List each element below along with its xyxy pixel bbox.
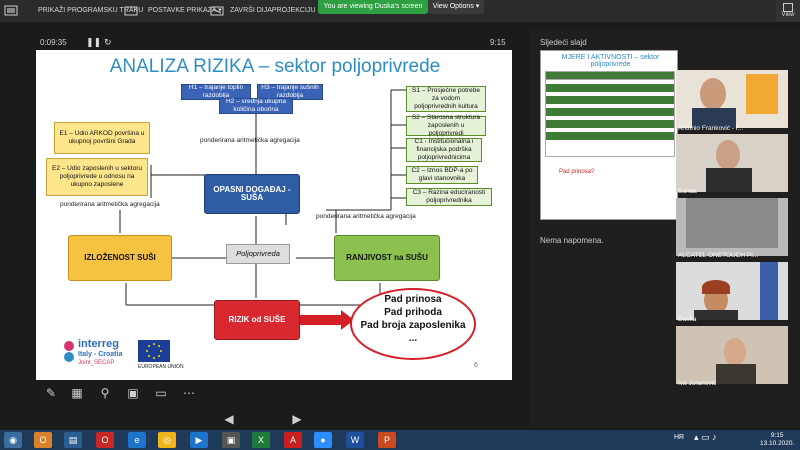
outcome-item: ... xyxy=(408,333,418,344)
black-screen-icon[interactable]: ▣ xyxy=(127,386,139,400)
c1-box: C1 - Institucionalna i financijska podrš… xyxy=(406,138,482,162)
excel-app-icon[interactable]: X xyxy=(252,432,270,448)
slide-page-number: 6 xyxy=(474,362,478,369)
eu-label: EUROPEAN UNION xyxy=(138,364,184,370)
exposure-box: IZLOŽENOST SUŠI xyxy=(68,235,172,281)
s2-box: S2 – Starosna struktura zaposlenih u pol… xyxy=(406,114,486,137)
participant-name: ALCATEL ONETOUCH Pi... xyxy=(678,252,759,259)
system-date: 13.10.2020. xyxy=(760,440,795,447)
vulnerability-box: RANJIVOST na SUŠU xyxy=(334,235,440,281)
view-grid-icon xyxy=(783,3,793,12)
outcomes-ellipse xyxy=(350,288,476,360)
subtitles-icon[interactable]: ▭ xyxy=(155,386,167,400)
hazard-event-box: OPASNI DOGAĐAJ - SUŠA xyxy=(204,174,300,214)
next-slide-table xyxy=(545,71,675,157)
participant-video[interactable] xyxy=(676,134,788,192)
eu-flag xyxy=(138,340,170,362)
view-options-button[interactable]: View Options ▾ xyxy=(428,0,484,14)
presentation-clock: 9:15 xyxy=(490,38,506,47)
previous-slide-icon[interactable]: ◀ xyxy=(224,412,234,426)
speaker-notes: Nema napomena. xyxy=(540,236,604,245)
s1-box: S1 – Prosječne potrebe za vodom poljopri… xyxy=(406,86,486,112)
risk-arrow xyxy=(299,310,354,330)
pause-icon[interactable]: ❚❚ xyxy=(86,37,102,47)
participant-name: Antonio Franković - I... xyxy=(678,125,744,132)
risk-box: RIZIK od SUŠE xyxy=(214,300,300,340)
h3-box: H3 – trajanje sušnih razdoblja xyxy=(257,84,323,100)
sector-label: Poljoprivreda xyxy=(226,244,290,264)
aggregation-note-top: ponderirana aritmetička agregacija xyxy=(200,137,300,144)
c3-box: C3 – Razina educiranosti poljoprivrednik… xyxy=(406,188,492,206)
participant-video[interactable] xyxy=(676,70,788,128)
system-time: 9:15 xyxy=(770,432,784,439)
next-slide-label: Sljedeći slajd xyxy=(540,38,587,47)
language-indicator[interactable]: HR xyxy=(674,434,685,441)
interreg-logo: interreg Italy - Croatia Joint_SECAP xyxy=(62,338,136,372)
next-slide-footer: Pad prinosa? xyxy=(559,169,595,175)
participant-video[interactable] xyxy=(676,326,788,384)
e1-box: E1 – Udio ARKOD površina u ukupnoj površ… xyxy=(54,122,150,154)
opera-app-icon[interactable]: O xyxy=(96,432,114,448)
chrome-app-icon[interactable]: ◎ xyxy=(158,432,176,448)
outcome-item: Pad prinosa xyxy=(384,294,442,305)
participant-name: Duska xyxy=(678,316,697,323)
presenter-toolbar-icon[interactable] xyxy=(4,4,18,16)
c2-box: C2 – Iznos BDP-a po glavi stanovnika xyxy=(406,166,478,184)
outcomes-list: Pad prinosa Pad prihoda Pad broja zaposl… xyxy=(350,293,476,345)
all-slides-icon[interactable]: ▦ xyxy=(71,386,83,400)
app-icon[interactable]: ▣ xyxy=(222,432,240,448)
outcome-item: Pad broja zaposlenika xyxy=(360,320,466,331)
participant-video[interactable] xyxy=(676,262,788,320)
start-button-icon[interactable]: ◉ xyxy=(4,432,22,448)
reset-timer-icon[interactable]: ↻ xyxy=(104,37,112,47)
h1-box: H1 – trajanje toplin razdoblja xyxy=(181,84,251,100)
word-app-icon[interactable]: W xyxy=(346,432,364,448)
end-slideshow-button[interactable]: ZAVRŠI DIJAPROJEKCIJU xyxy=(230,7,316,14)
next-slide-thumbnail[interactable]: Pad prinosa? xyxy=(540,50,678,220)
elapsed-timer: 0:09:35 xyxy=(40,38,67,47)
zoom-search-icon[interactable]: ⚲ xyxy=(100,386,110,400)
h2-box: H2 – srednja ukupna količina oborina xyxy=(219,98,293,114)
outlook-app-icon[interactable]: O xyxy=(34,432,52,448)
system-clock[interactable]: 9:15 13.10.2020. xyxy=(760,432,794,448)
viewing-screen-banner: You are viewing Duska's screen xyxy=(318,0,428,14)
pdf-app-icon[interactable]: A xyxy=(284,432,302,448)
pen-icon[interactable]: ✎ xyxy=(45,386,57,400)
participant-video[interactable] xyxy=(676,198,788,256)
participant-name: Iva Juranović xyxy=(678,380,717,387)
display-settings-button[interactable]: POSTAVKE PRIKAZA ▾ xyxy=(148,7,222,14)
show-taskbar-button[interactable]: PRIKAŽI PROGRAMSKU TRAKU xyxy=(38,7,144,14)
outcome-item: Pad prihoda xyxy=(384,307,442,318)
view-button[interactable]: View xyxy=(776,0,800,22)
powerpoint-app-icon[interactable]: P xyxy=(378,432,396,448)
end-slideshow-icon xyxy=(210,4,224,16)
media-player-app-icon[interactable]: ▶ xyxy=(190,432,208,448)
zoom-app-icon[interactable]: ● xyxy=(314,432,332,448)
e2-box: E2 – Udio zaposlenih u sektoru poljopriv… xyxy=(46,158,148,196)
aggregation-note-right: ponderirana aritmetička agregacija xyxy=(316,213,416,220)
tray-icons[interactable]: ▴ ▭ ♪ xyxy=(694,432,717,442)
participant-name: Sanda xyxy=(678,188,697,195)
view-label: View xyxy=(781,12,795,18)
next-slide-title: MJERE I AKTIVNOSTI – sektor poljoprivred… xyxy=(561,54,660,68)
slide-title: ANALIZA RIZIKA – sektor poljoprivrede xyxy=(109,56,441,77)
aggregation-note-left: ponderirana aritmetička agregacija xyxy=(60,201,160,208)
explorer-app-icon[interactable]: ▤ xyxy=(64,432,82,448)
more-options-icon[interactable]: ⋯ xyxy=(183,386,195,400)
ie-app-icon[interactable]: e xyxy=(128,432,146,448)
next-slide-icon[interactable]: ▶ xyxy=(292,412,302,426)
display-settings-icon xyxy=(124,4,138,16)
